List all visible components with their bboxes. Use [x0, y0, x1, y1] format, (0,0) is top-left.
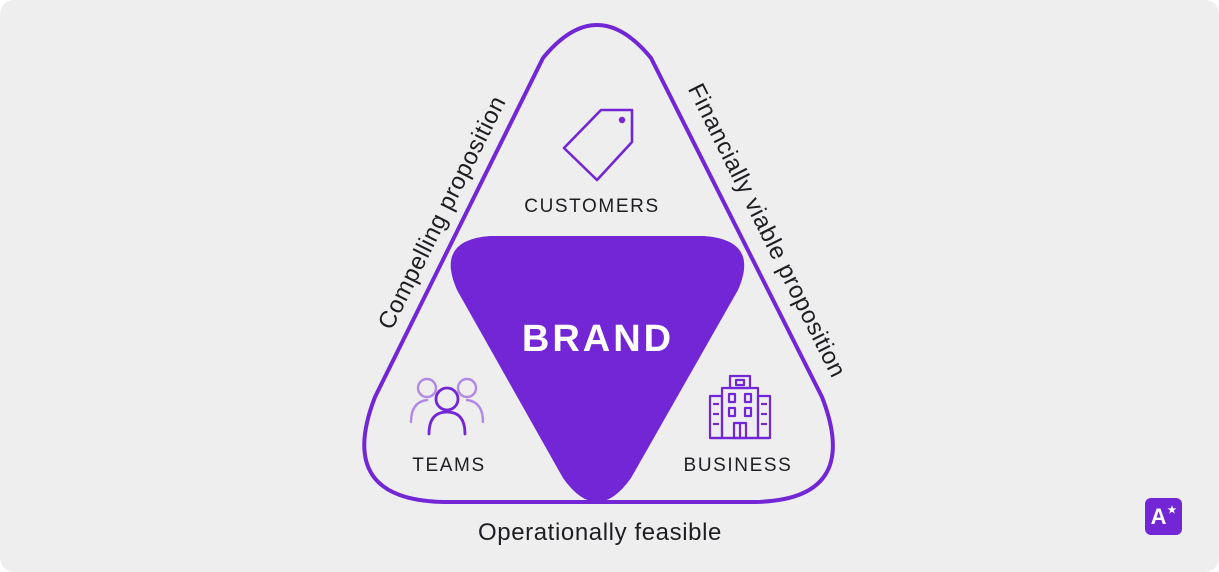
business-label: BUSINESS — [684, 455, 793, 476]
customers-label: CUSTOMERS — [524, 196, 659, 217]
brand-triangle — [450, 236, 745, 502]
outer-triangle — [362, 23, 835, 504]
team-people-icon — [409, 377, 485, 436]
brand-logo-icon: A★ — [1145, 498, 1182, 535]
price-tag-icon — [562, 108, 634, 182]
bottom-edge-label: Operationally feasible — [478, 519, 722, 546]
teams-label: TEAMS — [412, 455, 485, 476]
brand-label: BRAND — [522, 318, 674, 360]
office-building-icon — [708, 374, 772, 440]
